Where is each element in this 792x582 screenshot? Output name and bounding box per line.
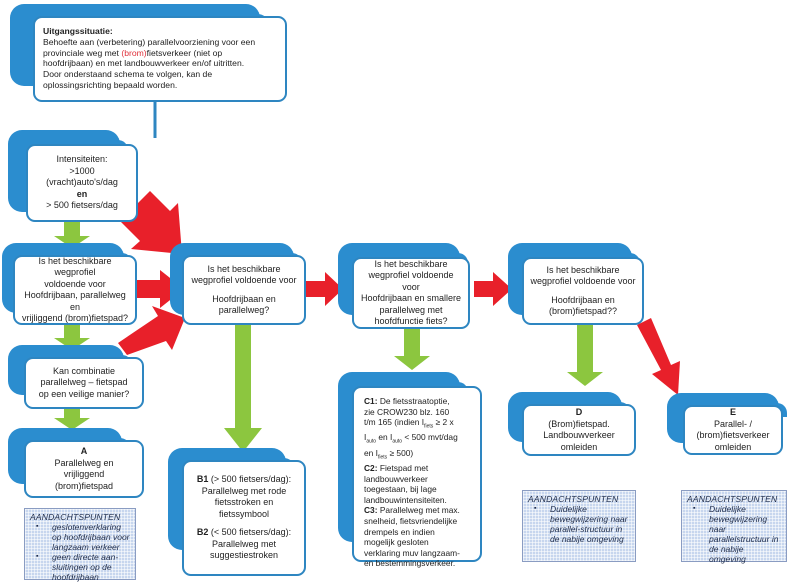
note-e-item: Duidelijke bewegwijzering naar parallels… (693, 504, 781, 564)
q2-line1: Is het beschikbare (207, 263, 281, 274)
outcome-b1-line1: Parallelweg met rode (201, 485, 287, 496)
start-line2: provinciale weg met (brom)fietsverkeer (… (43, 47, 223, 58)
outcome-c2-line1: C2: Fietspad met (364, 462, 429, 473)
q3-line3: Hoofdrijbaan en smallere (360, 293, 462, 303)
outcome-a-line2: vrijliggend (63, 469, 105, 479)
outcome-d-line1: (Brom)fietspad. (548, 418, 610, 429)
q1b-line1: Kan combinatie (52, 365, 116, 376)
outcome-c3-line5: verklaring muv langzaam- (364, 547, 460, 558)
start-line5: oplossingsrichting bepaald worden. (43, 79, 178, 90)
outcome-e-line1: Parallel- / (713, 418, 752, 429)
outcome-a-label: A (80, 446, 88, 456)
outcome-d-line3: omleiden (560, 441, 598, 452)
q1b-line2: parallelweg – fietspad (40, 377, 128, 388)
start-title: Uitgangssituatie: (43, 26, 113, 36)
note-a-title: AANDACHTSPUNTEN (30, 512, 121, 522)
outcome-b1-line2: fietsstroken en (214, 497, 274, 508)
outcome-b1-line0: B1 (> 500 fietsers/dag): (196, 474, 292, 485)
q2-line4: parallelweg? (218, 305, 270, 315)
outcome-d-label: D (575, 407, 583, 417)
outcome-e-line2: (brom)fietsverkeer (696, 430, 770, 440)
intensity-line2: >1000 (69, 165, 95, 176)
outcome-e-label: E (729, 407, 736, 417)
note-a-item: geen directe aan-sluitingen op de hoofdr… (36, 552, 130, 582)
arrow-no-q3-q4 (474, 272, 512, 306)
q1b-line3: op een veilige manier? (38, 388, 130, 399)
arrow-no-q2-q3 (304, 272, 343, 306)
arrow-yes-q4-d (567, 325, 603, 386)
outcome-c2-line4: landbouwintensiteiten. (364, 494, 447, 505)
intensity-line4: en (76, 188, 88, 199)
start-line3: hoofdrijbaan) en met landbouwverkeer en/… (43, 58, 245, 69)
note-a: AANDACHTSPUNTEN geslotenverklaring op ho… (24, 508, 136, 582)
outcome-c1-line2: zie CROW230 blz. 160 (364, 406, 450, 417)
intensity-line1: Intensiteiten: (56, 154, 108, 165)
arrow-yes-q1-q1b (54, 325, 90, 350)
q3-line5: hoofdfunctie fiets? (374, 316, 448, 326)
outcome-b2-line2: suggestiestroken (209, 550, 279, 561)
outcome-c3-line4: mogelijk gesloten (364, 537, 429, 548)
outcome-b1-line3: fietssymbool (218, 508, 270, 519)
outcome-c3-line2: snelheid, fietsvriendelijke (364, 515, 458, 526)
outcome-d-line2: Landbouwverkeer (543, 430, 615, 440)
start-line1: Behoefte aan (verbetering) parallelvoorz… (43, 36, 256, 47)
outcome-b2-line1: Parallelweg met (211, 538, 277, 549)
outcome-c2-line3: toegestaan, bij lage (364, 484, 437, 495)
outcome-c3-line1: C3: Parallelweg met max. (364, 505, 460, 516)
q3-line2: wegprofiel voldoende voor (368, 270, 454, 292)
arrow-no-q4-e (637, 318, 680, 395)
note-d-title: AANDACHTSPUNTEN (528, 494, 619, 504)
q1-line2: voldoende voor (44, 278, 106, 289)
outcome-b2-line0: B2 (< 500 fietsers/dag): (196, 527, 292, 538)
note-e-title: AANDACHTSPUNTEN (687, 494, 778, 504)
outcome-c1-line3: t/m 165 (indien Ifiets ≥ 2 x (364, 417, 454, 430)
q1-line1: Is het beschikbare wegprofiel (38, 255, 112, 278)
arrow-yes-q1b-a (54, 403, 90, 430)
note-a-item: geslotenverklaring op hoofdrijbaan voor … (36, 522, 130, 552)
intensity-line5: > 500 fietsers/dag (46, 200, 118, 211)
q2-line3: Hoofdrijbaan en (212, 293, 276, 304)
arrow-yes-intensity-q1 (54, 222, 90, 248)
q4-line1: Is het beschikbare (546, 264, 620, 275)
arrow-yes-q2-b (224, 325, 262, 452)
outcome-c2-line2: landbouwverkeer (364, 473, 428, 484)
outcome-c1-line4: Iauto en Iauto < 500 mvt/dag (364, 432, 458, 446)
outcome-a-line3: (brom)fietspad (54, 480, 114, 491)
q4-line4: (brom)fietspad?? (548, 306, 618, 316)
q1-line4: vrijliggend (brom)fietspad? (21, 313, 129, 323)
outcome-c1-line1: C1: De fietsstraatoptie, (364, 396, 450, 406)
q3-line1: Is het beschikbare (374, 258, 448, 269)
q1-line3: Hoofdrijbaan, parallelweg en (24, 290, 126, 312)
arrow-no-q1b-q2 (118, 306, 185, 355)
q3-line4: parallelweg met (379, 304, 443, 315)
arrow-yes-q3-c (394, 325, 430, 370)
note-e: AANDACHTSPUNTEN Duidelijke bewegwijzerin… (681, 490, 787, 564)
intensity-line3: (vracht)auto's/dag (46, 177, 118, 188)
q4-line3: Hoofdrijbaan en (551, 294, 615, 305)
note-d-item: Duidelijke bewegwijzering naar parallel-… (534, 504, 630, 544)
outcome-c3-line3: drempels en indien (364, 526, 435, 537)
note-d: AANDACHTSPUNTEN Duidelijke bewegwijzerin… (522, 490, 636, 562)
outcome-c1-line5: en Ifiets ≥ 500) (364, 447, 414, 461)
start-line4: Door onderstaand schema te volgen, kan d… (43, 69, 213, 80)
arrow-no-q1-q2 (137, 270, 184, 308)
outcome-c3-line6: en bestemmingsverkeer. (364, 558, 456, 569)
q4-line2: wegprofiel voldoende voor (530, 276, 636, 286)
q2-line2: wegprofiel voldoende voor (191, 275, 297, 285)
outcome-e-line3: omleiden (714, 441, 752, 452)
outcome-a-line1: Parallelweg en (54, 457, 114, 468)
